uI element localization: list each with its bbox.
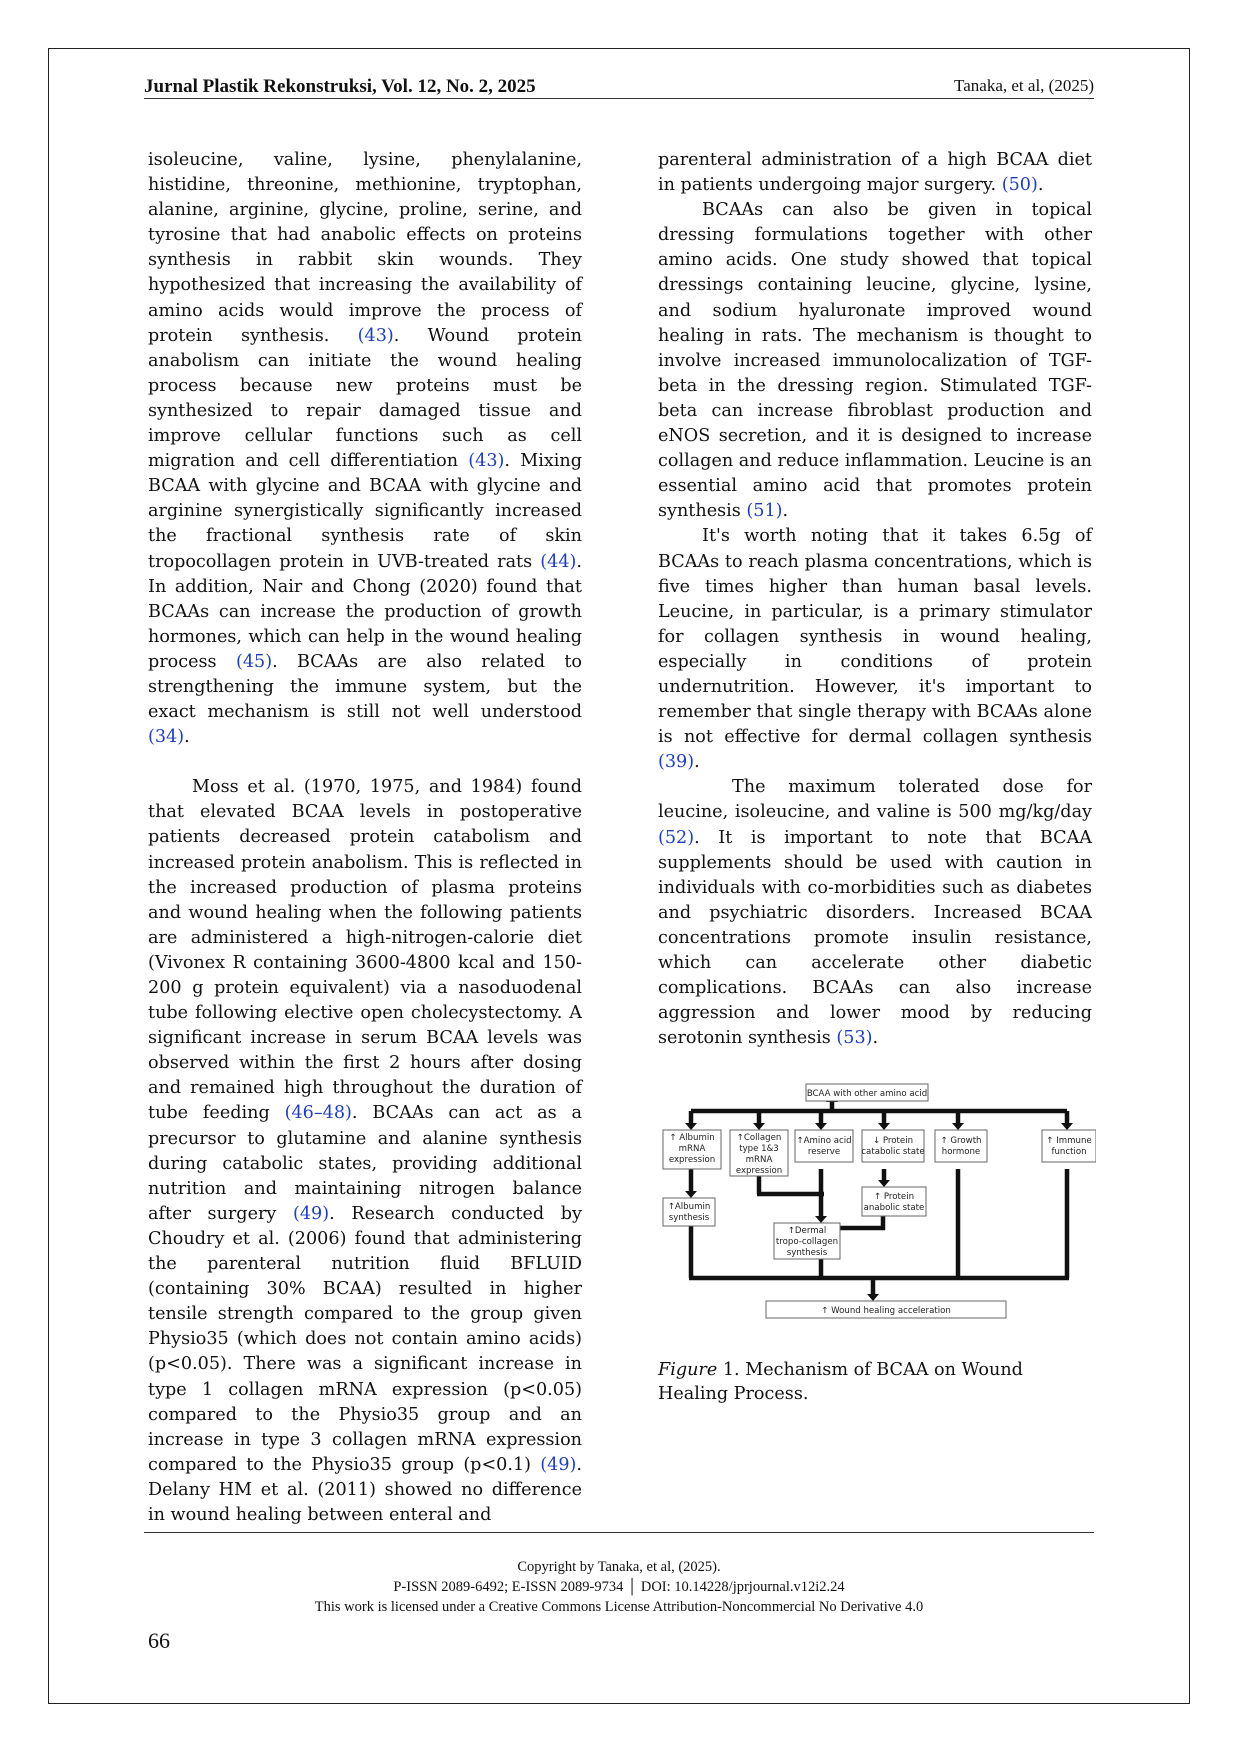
figure-label-line: tropo-collagen: [776, 1237, 838, 1247]
left-column: isoleucine, valine, lysine, phenylalanin…: [148, 148, 582, 1528]
citation-link[interactable]: (51): [746, 501, 783, 522]
citation-link[interactable]: (45): [235, 651, 273, 672]
citation-link[interactable]: (43): [468, 451, 505, 472]
page-border: [48, 48, 1190, 1704]
figure-label-line: ↓ Protein: [873, 1136, 913, 1146]
text-run: .: [1037, 175, 1044, 196]
figure-label-line: synthesis: [669, 1213, 710, 1223]
figure-top-label: BCAA with other amino acid: [807, 1089, 927, 1099]
text-run: . In addition, Nair and Chong (2020) fou…: [148, 551, 582, 672]
text-run: . Research conducted by Choudry et al. (…: [148, 1203, 582, 1475]
figure-label-line: ↑ Growth: [940, 1136, 981, 1146]
footer-license[interactable]: This work is licensed under a Creative C…: [314, 1599, 924, 1615]
figure-label-line: synthesis: [787, 1248, 828, 1258]
header-rule: [144, 98, 1094, 99]
citation-link[interactable]: (43): [357, 325, 394, 346]
citation-link[interactable]: (50): [1001, 175, 1038, 196]
journal-title: Jurnal Plastik Rekonstruksi, Vol. 12, No…: [144, 76, 536, 97]
text-run: Moss et al. (1970, 1975, and 1984) found…: [148, 777, 582, 1124]
figure-label-line: ↑ Protein: [874, 1192, 914, 1202]
figure-label-line: expression: [736, 1166, 782, 1176]
diagram-svg: BCAA with other amino acid ↑ Albumin mRN…: [662, 1083, 1096, 1319]
right-paragraph-4: The maximum tolerated dose for leucine, …: [658, 775, 1092, 1051]
text-run: . BCAAs are also related to strengthenin…: [148, 651, 582, 723]
right-paragraph-2: BCAAs can also be given in topical dress…: [658, 198, 1092, 524]
figure-label-line: ↑Albumin: [668, 1202, 711, 1212]
text-run: .: [872, 1028, 879, 1049]
text-run: It's worth noting that it takes 6.5g of …: [658, 526, 1092, 748]
citation-link[interactable]: (52): [658, 827, 695, 848]
right-paragraph-1: parenteral administration of a high BCAA…: [658, 148, 1092, 198]
footer-copyright: Copyright by Tanaka, et al, (2025).: [517, 1559, 721, 1575]
figure-label-line: ↑ Immune: [1046, 1136, 1091, 1146]
citation-link[interactable]: (49): [292, 1203, 330, 1224]
left-paragraph-1: isoleucine, valine, lysine, phenylalanin…: [148, 148, 582, 750]
footer-rule: [144, 1532, 1094, 1533]
figure-label-line: ↑ Albumin: [669, 1133, 714, 1143]
citation-link[interactable]: (39): [658, 752, 695, 773]
right-column: parenteral administration of a high BCAA…: [658, 148, 1092, 1051]
footer-issn-doi[interactable]: P-ISSN 2089-6492; E-ISSN 2089-9734 │ DOI…: [393, 1579, 845, 1595]
page-number: 66: [148, 1628, 170, 1653]
figure-label-line: expression: [669, 1155, 715, 1165]
text-run: BCAAs can also be given in topical dress…: [658, 200, 1092, 522]
text-run: parenteral administration of a high BCAA…: [658, 150, 1092, 196]
figure-caption: Figure 1. Mechanism of BCAA on Wound Hea…: [658, 1358, 1092, 1406]
citation-link[interactable]: (46–48): [284, 1103, 352, 1124]
figure-label-line: type 1&3: [739, 1144, 779, 1154]
text-run: . BCAAs can act as a precursor to glutam…: [148, 1103, 582, 1224]
figure-label-line: anabolic state: [864, 1203, 925, 1213]
figure-label-line: ↑Amino acid: [796, 1136, 851, 1146]
figure-label-line: mRNA: [679, 1144, 706, 1154]
text-run: . Delany HM et al. (2011) showed no diff…: [148, 1454, 582, 1525]
figure-label-line: catabolic state: [861, 1147, 924, 1157]
text-run: .: [782, 501, 789, 522]
figure-label-line: reserve: [808, 1147, 840, 1157]
text-run: .: [694, 752, 700, 773]
text-run: isoleucine, valine, lysine, phenylalanin…: [148, 150, 582, 346]
citation-link[interactable]: (49): [540, 1454, 577, 1475]
citation-link[interactable]: (34): [148, 727, 185, 748]
caption-text: 1. Mechanism of BCAA on Wound Healing Pr…: [658, 1360, 1023, 1404]
mechanism-diagram: BCAA with other amino acid ↑ Albumin mRN…: [656, 1076, 1096, 1356]
figure-label-line: function: [1051, 1147, 1086, 1157]
caption-label: Figure: [658, 1360, 718, 1380]
citation-link[interactable]: (53): [836, 1028, 873, 1049]
left-paragraph-2: Moss et al. (1970, 1975, and 1984) found…: [148, 775, 582, 1528]
figure-label-line: ↑Dermal: [788, 1226, 827, 1236]
citation-link[interactable]: (44): [540, 551, 577, 572]
figure-bottom-label: ↑ Wound healing acceleration: [821, 1306, 951, 1316]
text-run: . It is important to note that BCAA supp…: [658, 827, 1092, 1049]
text-run: . Mixing BCAA with glycine and BCAA with…: [148, 451, 582, 572]
text-run: The maximum tolerated dose for leucine, …: [658, 777, 1092, 823]
right-paragraph-3: It's worth noting that it takes 6.5g of …: [658, 524, 1092, 775]
figure-label-line: ↑Collagen: [737, 1133, 782, 1143]
running-authors: Tanaka, et al, (2025): [954, 76, 1094, 95]
figure-label-line: mRNA: [746, 1155, 773, 1165]
figure-label-line: hormone: [942, 1147, 980, 1157]
text-run: .: [184, 727, 190, 748]
text-run: . Wound protein anabolism can initiate t…: [148, 325, 583, 472]
